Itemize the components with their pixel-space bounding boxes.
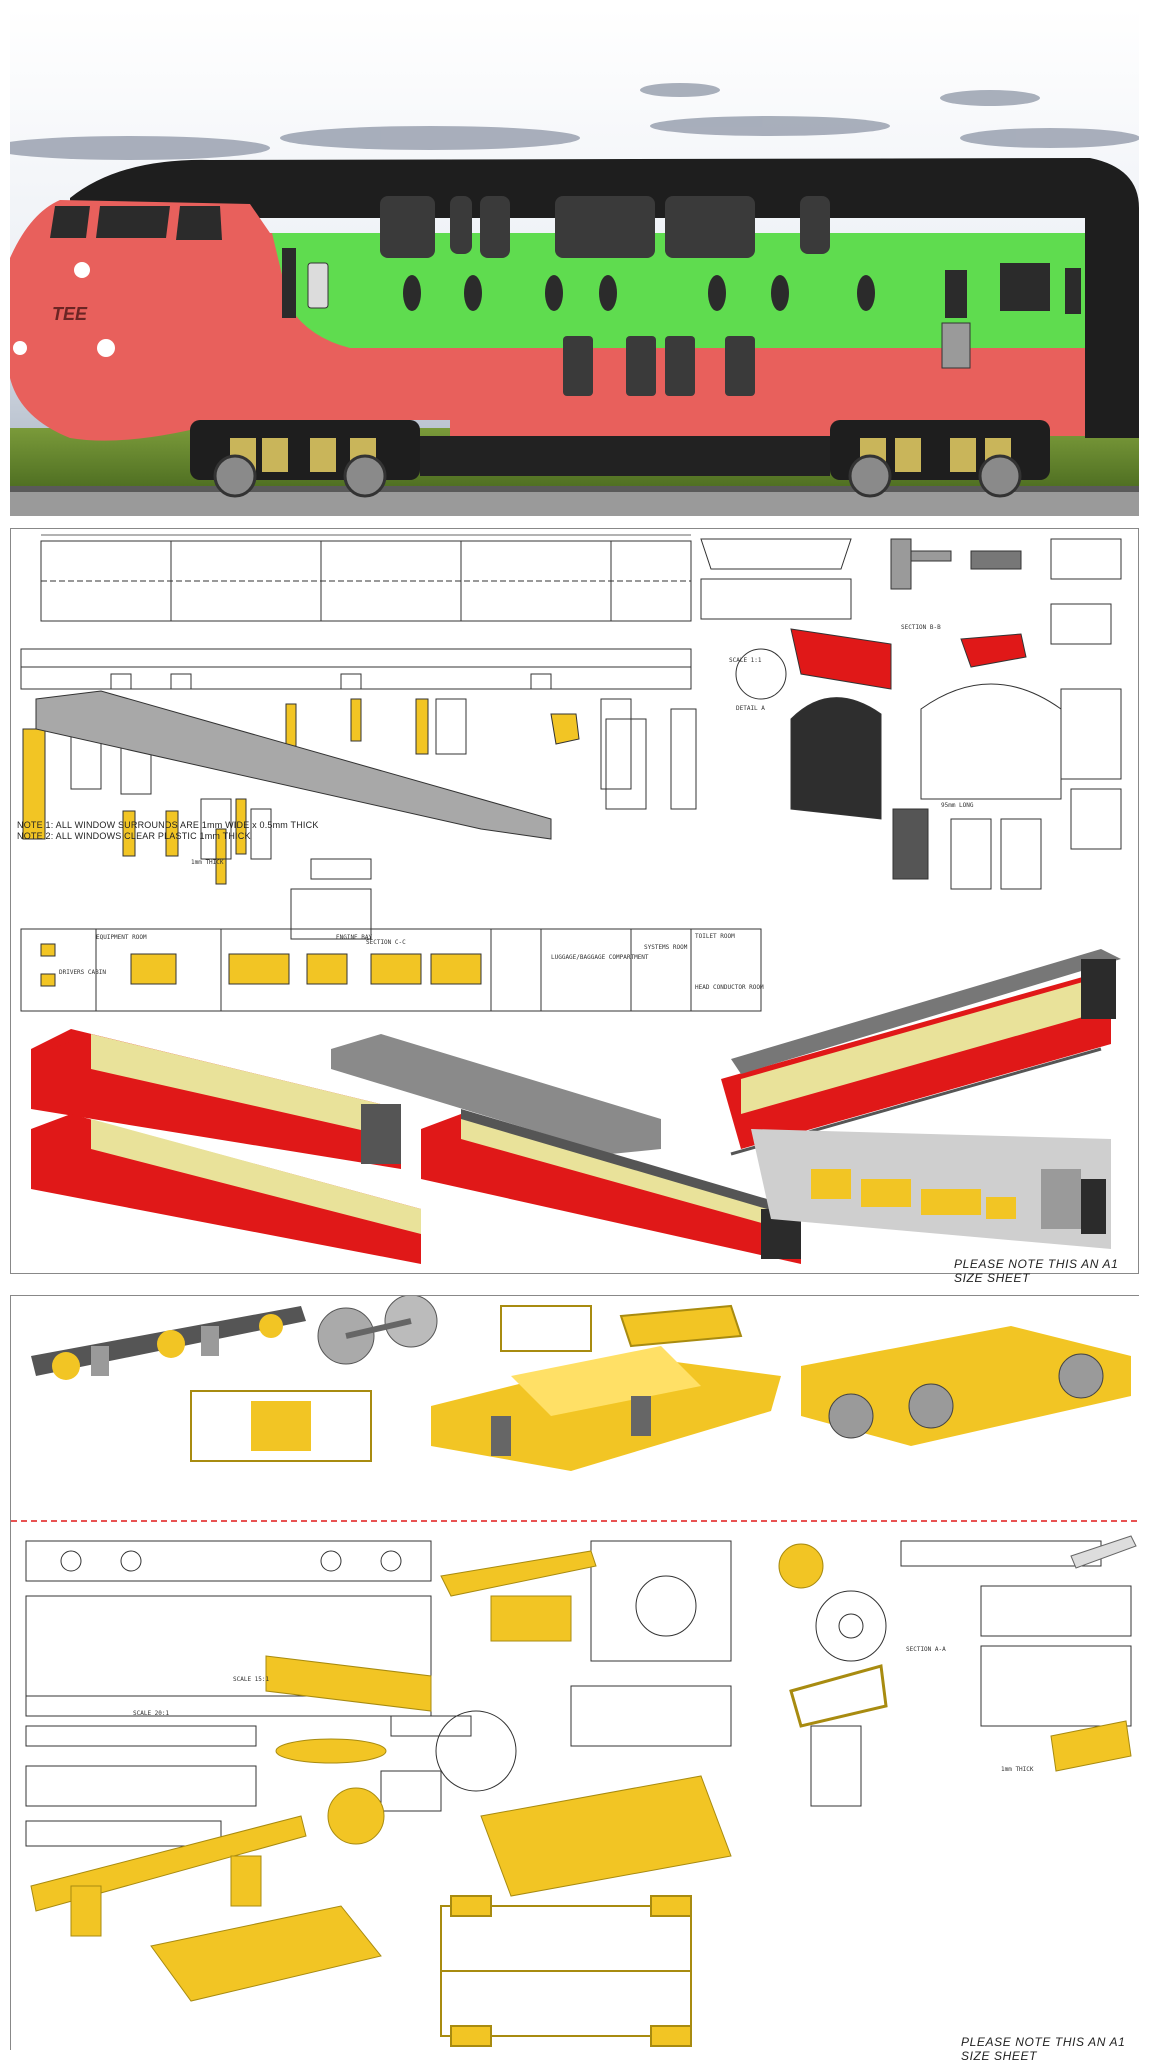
drawing-sheet-body: NOTE 1: ALL WINDOW SURROUNDS ARE 1mm WID… [10,528,1139,1285]
yellow-parts [30,1543,1132,2002]
body-3d-view-4 [721,949,1121,1156]
nose-lettering: TEE [52,304,88,324]
clouds [10,83,1139,160]
head-lights [13,262,115,357]
scale-label-15: SCALE 15:1 [233,1676,270,1683]
rear-bogie [830,420,1050,498]
head-conductor-label: HEAD CONDUCTOR ROOM [695,984,764,991]
wheelset-3d [317,1296,438,1365]
red-bracket [960,633,1027,668]
axle-pin [1070,1535,1137,1569]
toilet-room-label: TOILET ROOM [695,933,735,940]
sheet1-title-note: PLEASE NOTE THIS AN A1 SIZE SHEET [954,1257,1119,1285]
note-2: NOTE 2: ALL WINDOWS CLEAR PLASTIC 1mm TH… [17,831,251,841]
sheet2-svg [11,1296,1139,2047]
luggage-label: LUGGAGE/BAGGAGE COMPARTMENT [551,954,649,961]
arch-drawing [920,683,1062,800]
bogie-plan [190,1390,372,1462]
rail [10,486,1139,492]
note-1: NOTE 1: ALL WINDOW SURROUNDS ARE 1mm WID… [17,820,319,830]
rear-windows [941,263,1081,369]
sideframe-plan [25,1540,432,1582]
locomotive-body: TEE [10,158,1139,498]
scale-label: SCALE 1:1 [729,657,762,664]
gray-roof-3d [331,1034,661,1154]
engine-bay-label: ENGINE BAY [336,934,373,941]
green-band [272,233,1085,348]
body-3d-view-3 [421,1109,801,1264]
render-svg: TEE [10,8,1139,516]
bolster-frame [500,1304,743,1352]
locomotive-render: TEE [10,8,1139,516]
roof-panels [380,196,830,258]
section-label: SECTION B-B [901,624,941,631]
equipment-room-label: EQUIPMENT ROOM [96,934,147,941]
interior-3d-view [751,1129,1111,1249]
underframe [420,436,830,476]
section-cc-label: SECTION C-C [366,939,406,946]
body-3d-view-2 [31,1114,421,1264]
cab-door [282,248,296,318]
detail-label: DETAIL A [736,705,765,712]
cab-windows [50,206,222,240]
interior-layout-plan [20,928,762,1012]
thick-label: 1mm THICK [191,859,224,866]
body-3d-view-1 [31,1029,401,1169]
drawing-sheet-bogie: SCALE 20:1 SCALE 15:1 SECTION A-A 1mm TH… [10,1295,1139,2063]
bogie-frame-3d [31,1306,306,1380]
front-bogie [190,420,420,498]
systems-room-label: SYSTEMS ROOM [644,944,688,951]
thick-label-2: 1mm THICK [1001,1766,1034,1773]
yellow-seat [550,713,580,745]
long-label: 95mm LONG [941,802,974,809]
bogie-3d-assembled [801,1326,1131,1446]
sheet1-svg [20,534,1122,1264]
bogie-plan-drawing [440,1895,692,2047]
cab-door-window [307,262,329,309]
red-roof-panel [790,628,892,690]
sheet2-title-note: PLEASE NOTE THIS AN A1 SIZE SHEET [961,2035,1126,2063]
roof-section [700,538,852,570]
scale-label-20: SCALE 20:1 [133,1710,170,1717]
black-arch [790,697,882,820]
gray-roof-shell [35,690,552,840]
drivers-cabin-label: DRIVERS CABIN [59,969,106,976]
portholes [403,275,875,311]
body-side-view [20,648,692,690]
section-aa-label: SECTION A-A [906,1646,946,1653]
lower-panels [563,336,755,396]
bogie-3d-main [431,1346,781,1471]
